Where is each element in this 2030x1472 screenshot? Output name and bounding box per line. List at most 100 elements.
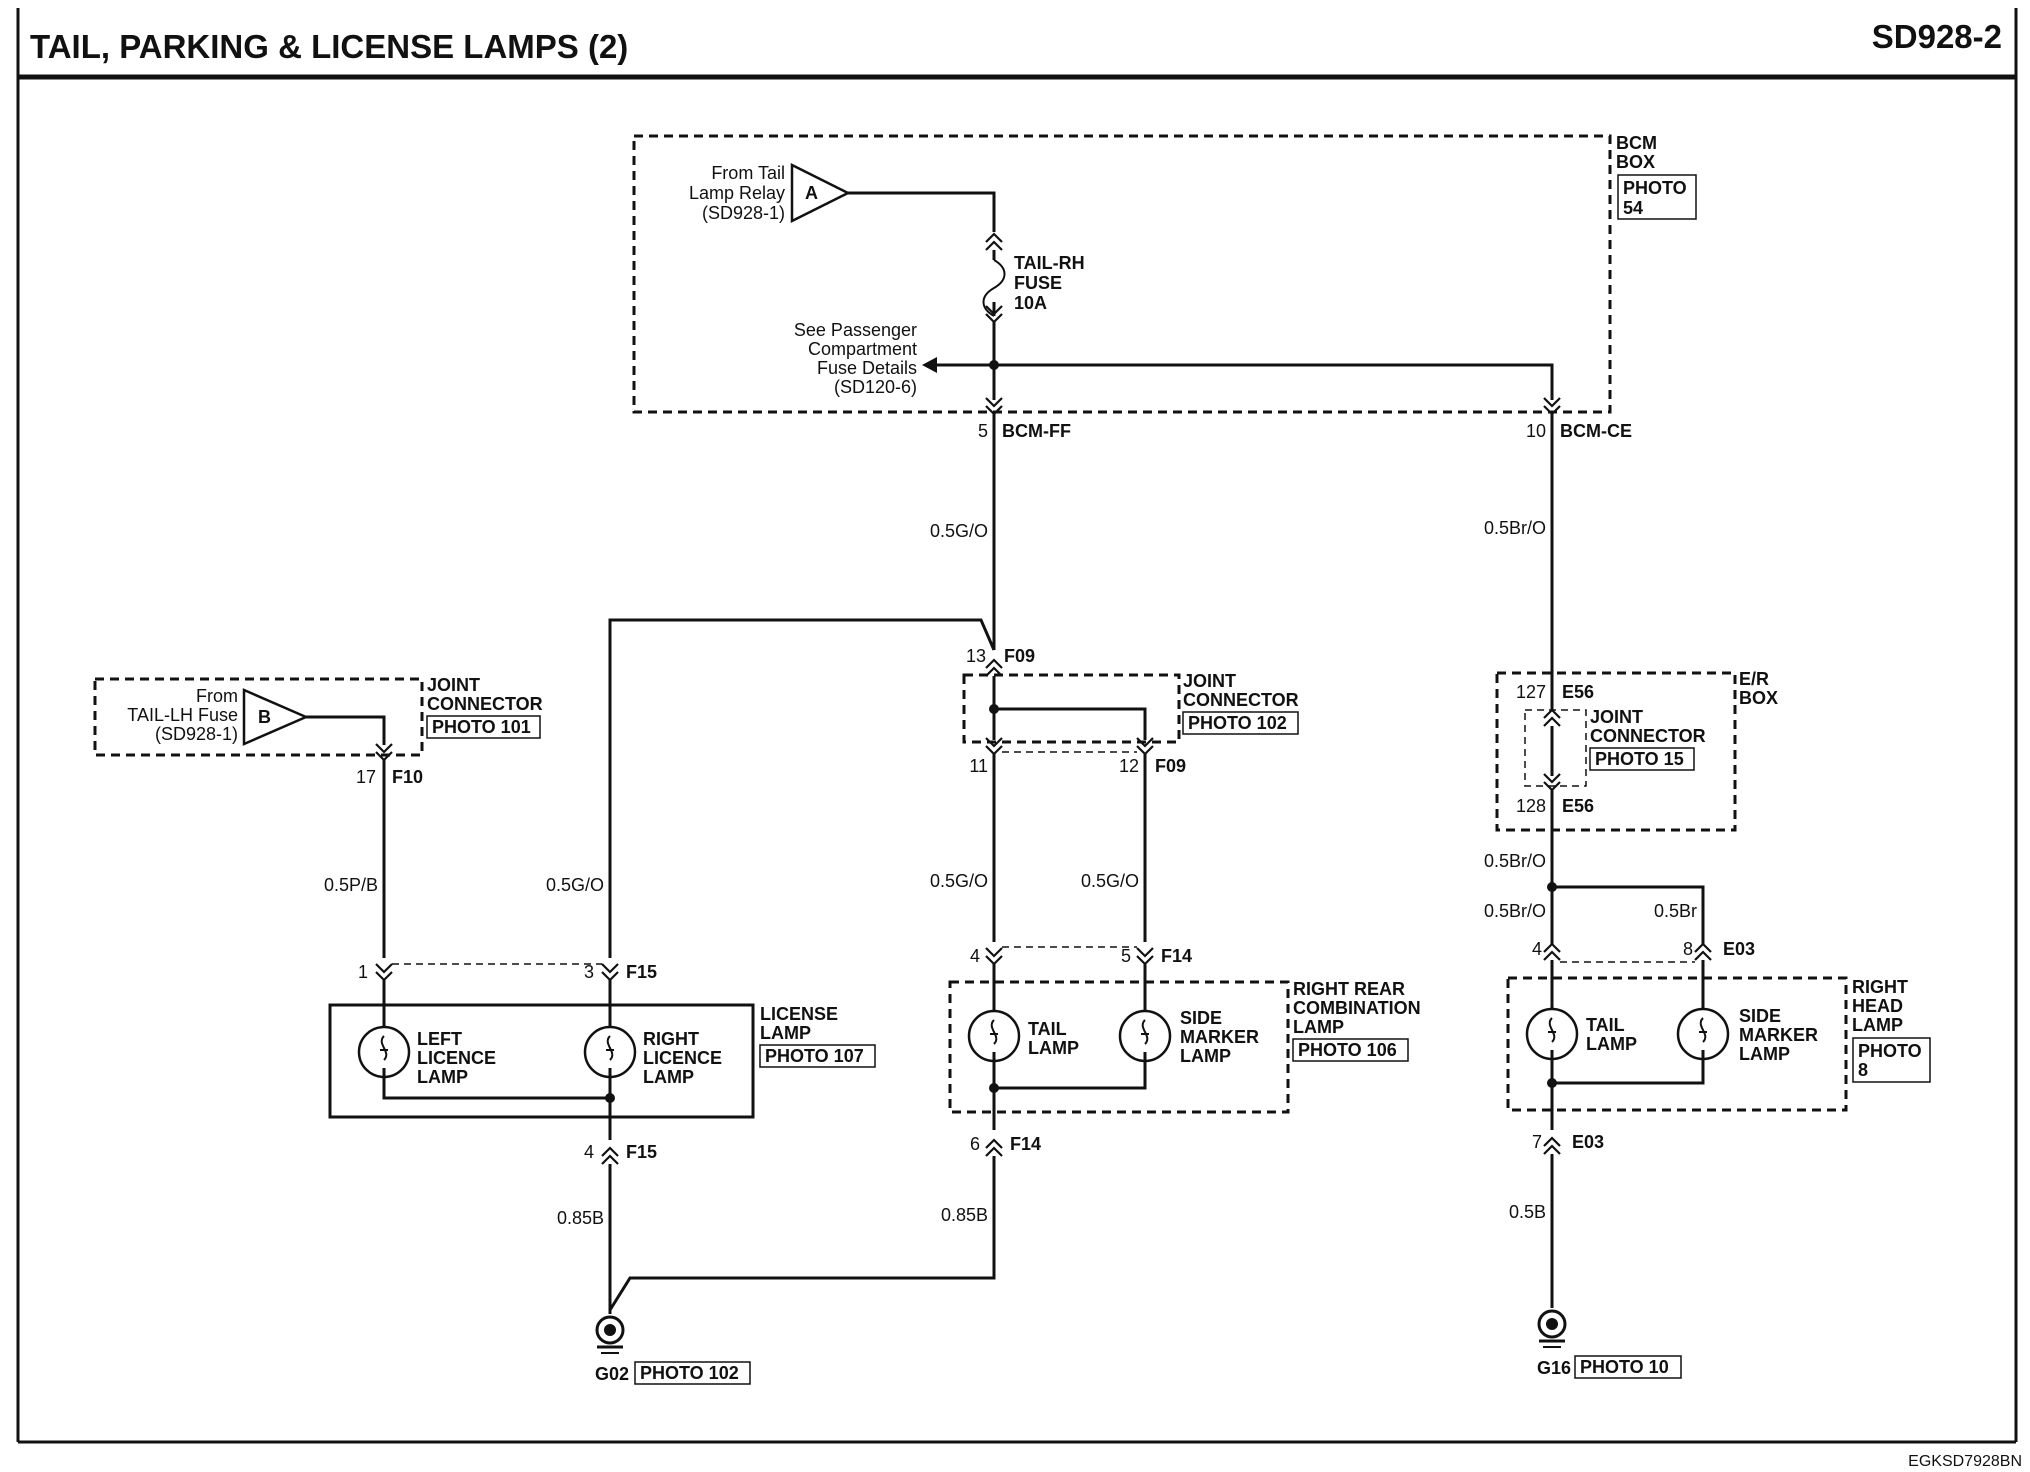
er-joint-photo: PHOTO 15 bbox=[1595, 749, 1684, 769]
left-licence-filament-icon bbox=[380, 1035, 388, 1061]
right-licence-label-2: LICENCE bbox=[643, 1048, 722, 1068]
wire-tail-lh-label: 0.5P/B bbox=[324, 875, 378, 895]
head-pin-8-connector-icon bbox=[1694, 942, 1712, 961]
wire-head-side bbox=[1552, 885, 1705, 945]
ground-g16: G16 PHOTO 10 bbox=[1537, 1309, 1682, 1379]
joint-connector-102: 13 F09 JOINT CONNECTOR PHOTO 102 11 12 F… bbox=[962, 646, 1299, 776]
bcm-box-photo-2: 54 bbox=[1623, 198, 1643, 218]
wire-head-side-label: 0.5Br bbox=[1654, 901, 1697, 921]
license-pin-3-conn: F15 bbox=[626, 962, 657, 982]
f10-connector-icon bbox=[375, 743, 393, 762]
license-pin-4-connector-icon bbox=[601, 1146, 619, 1165]
left-licence-label-2: LICENCE bbox=[417, 1048, 496, 1068]
source-a-line-2: Lamp Relay bbox=[689, 183, 785, 203]
source-a-letter: A bbox=[805, 183, 818, 203]
see-note-line-2: Compartment bbox=[808, 339, 917, 359]
head-pin-4-num: 4 bbox=[1532, 939, 1542, 959]
page-code: SD928-2 bbox=[1872, 18, 2002, 55]
head-side-filament-icon bbox=[1699, 1017, 1707, 1043]
pin-11-connector-icon bbox=[985, 737, 1003, 756]
e56-out-pin-num: 128 bbox=[1516, 796, 1546, 816]
wire-side-rear-label: 0.5G/O bbox=[1081, 871, 1139, 891]
er-box-name-2: BOX bbox=[1739, 688, 1778, 708]
joint-101-photo: PHOTO 101 bbox=[432, 717, 531, 737]
rear-tail-filament-icon bbox=[990, 1019, 998, 1045]
rear-side-label-3: LAMP bbox=[1180, 1046, 1231, 1066]
pin-11-num: 11 bbox=[969, 756, 988, 776]
e56-out-conn-label: E56 bbox=[1562, 796, 1594, 816]
head-side-label-3: LAMP bbox=[1739, 1044, 1790, 1064]
e56-in-connector-icon bbox=[1543, 708, 1561, 727]
head-tail-filament-icon bbox=[1548, 1017, 1556, 1043]
license-pin-1-num: 1 bbox=[358, 962, 368, 982]
see-note-arrow-icon bbox=[922, 357, 937, 373]
joint-connector-101: B From TAIL-LH Fuse (SD928-1) JOINT CONN… bbox=[93, 675, 543, 787]
document-code: EGKSD7928BN bbox=[1908, 1453, 2022, 1470]
head-pin-4-connector-icon bbox=[1543, 942, 1561, 961]
head-tail-label-2: LAMP bbox=[1586, 1034, 1637, 1054]
fuse-connector-top-icon bbox=[985, 232, 1003, 251]
rear-combo-name-1: RIGHT REAR bbox=[1293, 979, 1405, 999]
er-box-name-1: E/R bbox=[1739, 669, 1769, 689]
page-frame bbox=[16, 8, 2018, 1444]
rear-pin-4-connector-icon bbox=[985, 947, 1003, 966]
bcm-ce-pin-num: 10 bbox=[1526, 421, 1546, 441]
license-pin-4-num: 4 bbox=[584, 1142, 594, 1162]
wire-head-ground-label: 0.5B bbox=[1509, 1202, 1546, 1222]
fuse-label-1: TAIL-RH bbox=[1014, 253, 1085, 273]
see-note-line-3: Fuse Details bbox=[817, 358, 917, 378]
source-a-line-3: (SD928-1) bbox=[702, 203, 785, 223]
rear-pin-5-conn: F14 bbox=[1161, 946, 1192, 966]
see-note-line-1: See Passenger bbox=[794, 320, 917, 340]
license-lamp-name-1: LICENSE bbox=[760, 1004, 838, 1024]
right-licence-label-3: LAMP bbox=[643, 1067, 694, 1087]
head-side-label-1: SIDE bbox=[1739, 1006, 1781, 1026]
left-licence-label-1: LEFT bbox=[417, 1029, 462, 1049]
ground-g02-photo: PHOTO 102 bbox=[640, 1363, 739, 1383]
e56-in-conn-label: E56 bbox=[1562, 682, 1594, 702]
pin-12-connector-icon bbox=[1136, 737, 1154, 756]
bcm-box: BCM BOX PHOTO 54 A From Tail Lamp Relay … bbox=[632, 133, 1697, 441]
wire-license-right bbox=[608, 618, 996, 958]
rear-pin-6-conn: F14 bbox=[1010, 1134, 1041, 1154]
bcm-box-photo-1: PHOTO bbox=[1623, 178, 1687, 198]
rear-side-label-2: MARKER bbox=[1180, 1027, 1259, 1047]
rear-pin-5-connector-icon bbox=[1136, 947, 1154, 966]
ground-g16-photo: PHOTO 10 bbox=[1580, 1357, 1669, 1377]
wire-bcm-ce-label: 0.5Br/O bbox=[1484, 518, 1546, 538]
joint-102-name-2: CONNECTOR bbox=[1183, 690, 1299, 710]
bcm-ff-pin-num: 5 bbox=[978, 421, 988, 441]
left-licence-label-3: LAMP bbox=[417, 1067, 468, 1087]
rear-tail-label-1: TAIL bbox=[1028, 1019, 1067, 1039]
e56-out-connector-icon bbox=[1543, 773, 1561, 792]
ground-g02-name: G02 bbox=[595, 1364, 629, 1384]
rear-combination-lamp: 4 5 F14 TAIL LAMP SIDE MARKER LAMP RIGHT… bbox=[948, 946, 1421, 1157]
head-pin-8-conn: E03 bbox=[1723, 939, 1755, 959]
er-joint-name-2: CONNECTOR bbox=[1590, 726, 1706, 746]
f10-pin-num: 17 bbox=[356, 767, 376, 787]
right-licence-label-1: RIGHT bbox=[643, 1029, 699, 1049]
rear-combo-name-3: LAMP bbox=[1293, 1017, 1344, 1037]
wire-er-out-label: 0.5Br/O bbox=[1484, 851, 1546, 871]
head-lamp-name-3: LAMP bbox=[1852, 1015, 1903, 1035]
head-pin-7-conn: E03 bbox=[1572, 1132, 1604, 1152]
bcm-ce-conn-label: BCM-CE bbox=[1560, 421, 1632, 441]
head-pin-7-connector-icon bbox=[1543, 1136, 1561, 1155]
source-a-line-1: From Tail bbox=[711, 163, 785, 183]
joint-102-photo: PHOTO 102 bbox=[1188, 713, 1287, 733]
fuse-label-2: FUSE bbox=[1014, 273, 1062, 293]
pin-12-conn-label: F09 bbox=[1155, 756, 1186, 776]
head-lamp-name-1: RIGHT bbox=[1852, 977, 1908, 997]
joint-101-name-1: JOINT bbox=[427, 675, 480, 695]
wire-head-tail-label: 0.5Br/O bbox=[1484, 901, 1546, 921]
license-pin-1-connector-icon bbox=[375, 963, 393, 982]
source-b-line-2: TAIL-LH Fuse bbox=[127, 705, 238, 725]
er-joint-name-1: JOINT bbox=[1590, 707, 1643, 727]
source-b-letter: B bbox=[258, 707, 271, 727]
rear-combo-photo: PHOTO 106 bbox=[1298, 1040, 1397, 1060]
joint-101-name-2: CONNECTOR bbox=[427, 694, 543, 714]
source-a-triangle-icon bbox=[790, 162, 851, 224]
head-pin-8-num: 8 bbox=[1683, 939, 1693, 959]
license-pin-3-num: 3 bbox=[584, 962, 594, 982]
license-lamp-photo: PHOTO 107 bbox=[765, 1046, 864, 1066]
